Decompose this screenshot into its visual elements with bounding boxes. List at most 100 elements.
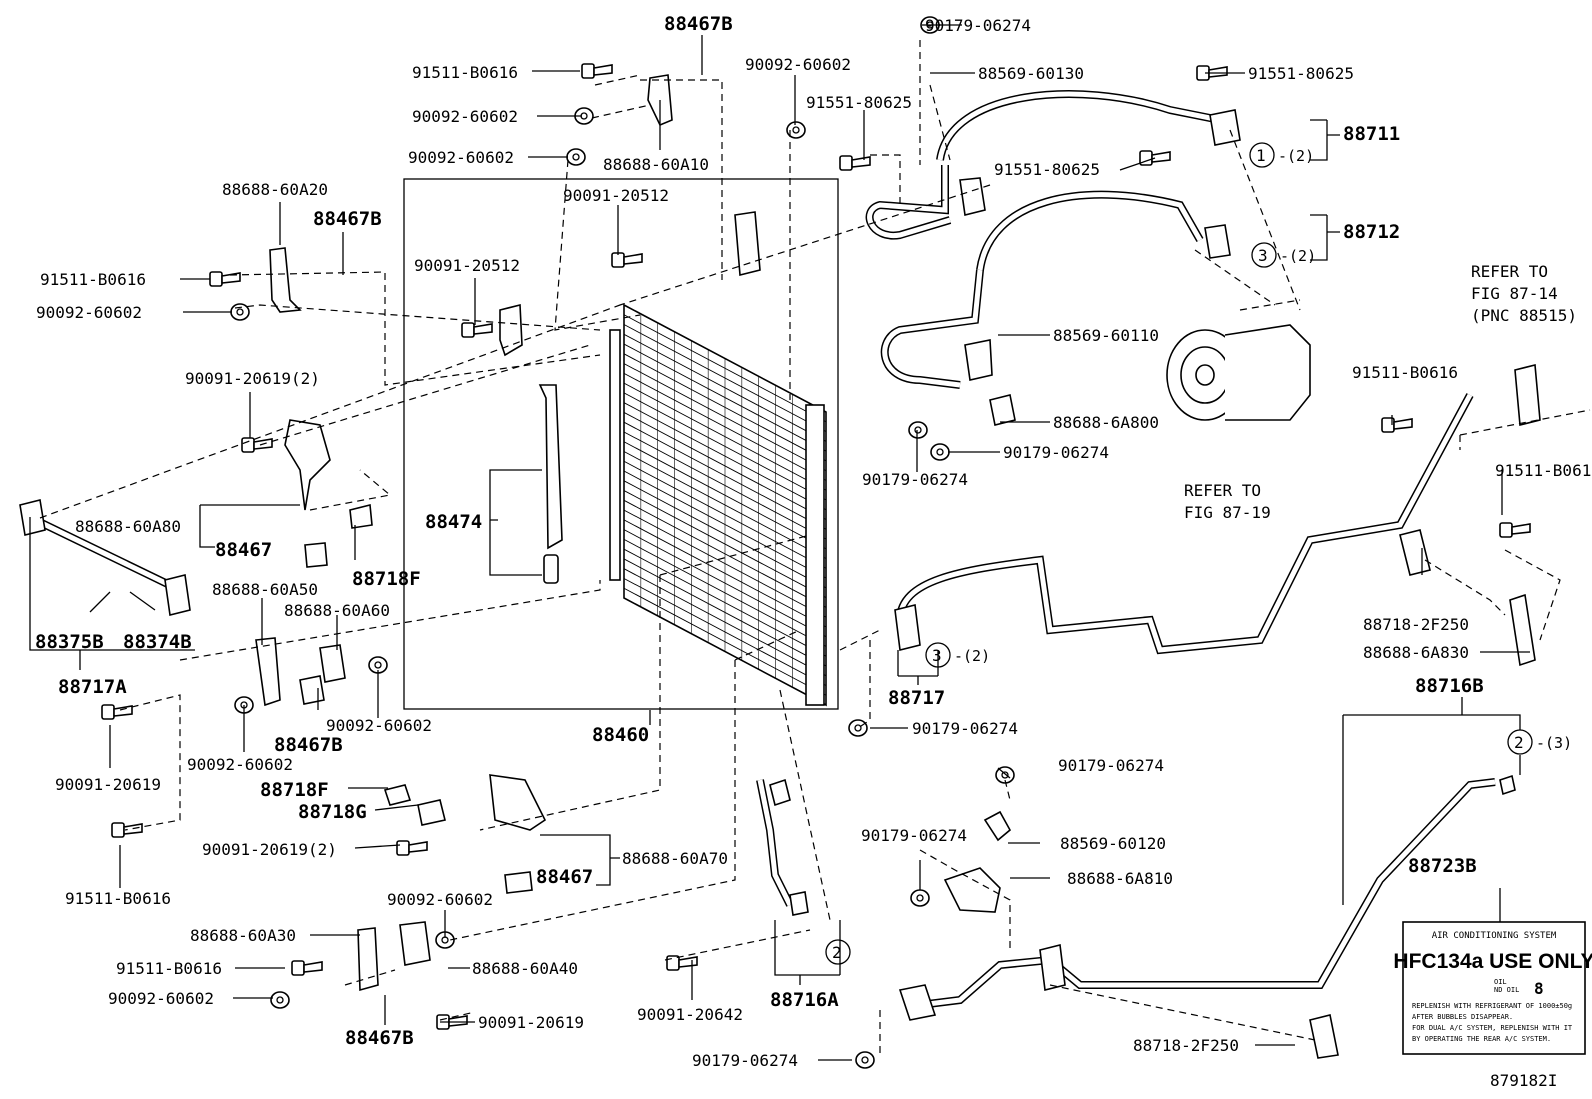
caution-oil-grade: 8	[1534, 979, 1544, 998]
callout-1-circle	[1249, 142, 1275, 168]
bracket	[255, 637, 281, 707]
bracket	[943, 867, 1001, 913]
bracket	[1499, 774, 1516, 796]
label-91511-B0616-c: 91511-B0616	[1352, 363, 1458, 382]
refer-fig-87-14-line1: REFER TO	[1471, 262, 1548, 281]
callout-2a-circle	[1507, 729, 1533, 755]
bracket	[959, 177, 986, 216]
bolt-head	[839, 155, 853, 171]
condenser-side-tank	[805, 404, 825, 706]
nut-hole	[916, 894, 924, 902]
label-90179-06274-g: 90179-06274	[692, 1051, 798, 1070]
bracket	[1509, 593, 1536, 667]
label-91511-B0616-e: 91511-B0616	[65, 889, 171, 908]
bolt-shank	[1151, 151, 1171, 163]
label-88688-6A830: 88688-6A830	[1363, 643, 1469, 662]
bolt-shank	[1511, 523, 1531, 535]
label-88688-60A20: 88688-60A20	[222, 180, 328, 199]
label-88718F-b: 88718F	[260, 779, 329, 801]
nut	[566, 148, 586, 166]
nut-hole	[854, 724, 862, 732]
nut-hole	[236, 308, 244, 316]
label-88467-a: 88467	[215, 539, 272, 561]
callout-3a-circle	[1251, 242, 1277, 268]
label-90092-60602-g: 90092-60602	[387, 890, 493, 909]
label-88688-6A810: 88688-6A810	[1067, 869, 1173, 888]
label-90179-06274-top: 90179-06274	[925, 16, 1031, 35]
refer-fig-87-14-line2: FIG 87-14	[1471, 284, 1558, 303]
callout-2b: 2	[832, 943, 842, 962]
nut-hole	[1001, 771, 1009, 779]
label-88688-60A80: 88688-60A80	[75, 517, 181, 536]
nut-hole	[374, 661, 382, 669]
nut	[786, 121, 806, 139]
hose-88711-inner	[937, 91, 1221, 161]
compressor-clutch-center	[1195, 364, 1215, 386]
label-88474: 88474	[425, 511, 482, 533]
caution-text-1: REPLENISH WITH REFRIGERANT OF 1000±50g	[1412, 1002, 1572, 1010]
nut	[908, 421, 928, 439]
label-91511-B0616-a: 91511-B0616	[412, 63, 518, 82]
bolt-shank	[113, 705, 133, 717]
label-88467B-left: 88467B	[313, 208, 382, 230]
label-90091-20642: 90091-20642	[637, 1005, 743, 1024]
label-90092-60602-e: 90092-60602	[326, 716, 432, 735]
hose-88711-pipe-inner	[867, 165, 951, 239]
bracket	[357, 927, 379, 992]
label-90091-20512-a: 90091-20512	[563, 186, 669, 205]
nut	[270, 991, 290, 1009]
bracket	[269, 247, 302, 313]
bolt-shank	[678, 956, 698, 968]
bolt-head	[241, 437, 255, 453]
label-90092-60602-c: 90092-60602	[408, 148, 514, 167]
label-91511-B0616-f: 91511-B0616	[116, 959, 222, 978]
bracket	[1514, 363, 1541, 427]
label-90092-60602-f: 90092-60602	[187, 755, 293, 774]
pipe-88716A-inner	[757, 779, 793, 907]
bolt-shank	[408, 841, 428, 853]
pipe-liquid-outer	[896, 393, 1474, 655]
label-90179-06274-c: 90179-06274	[862, 470, 968, 489]
callout-2b-circle	[825, 939, 851, 965]
rod-88717A-inner	[23, 512, 182, 593]
label-88467-b: 88467	[536, 866, 593, 888]
label-90091-20619-b: 90091-20619	[478, 1013, 584, 1032]
bracket	[399, 921, 431, 966]
label-88716A: 88716A	[770, 989, 839, 1011]
bolt-head	[461, 322, 475, 338]
bolt-shank	[448, 1015, 468, 1027]
label-90091-20619-2a: 90091-20619(2)	[185, 369, 320, 388]
label-88467B-top: 88467B	[664, 13, 733, 35]
label-88716B: 88716B	[1415, 675, 1484, 697]
label-90179-06274-f: 90179-06274	[861, 826, 967, 845]
bracket	[383, 784, 412, 806]
bolt-head	[291, 960, 305, 976]
diagram-id: 879182I	[1490, 1071, 1557, 1090]
label-91551-80625-b: 91551-80625	[806, 93, 912, 112]
label-88688-60A50: 88688-60A50	[212, 580, 318, 599]
bracket	[769, 778, 791, 807]
label-88718-2F250-b: 88718-2F250	[1133, 1036, 1239, 1055]
bracket	[304, 542, 328, 568]
label-91511-B0616-b: 91511-B0616	[40, 270, 146, 289]
bracket	[734, 211, 761, 277]
callout-1: 1	[1256, 146, 1266, 165]
bracket	[1399, 529, 1431, 576]
nut-hole	[936, 448, 944, 456]
nut-hole	[861, 1056, 869, 1064]
label-88717A: 88717A	[58, 676, 127, 698]
bolt-head	[396, 840, 410, 856]
caution-oil-line2: ND OIL	[1494, 986, 1519, 994]
label-88688-60A10: 88688-60A10	[603, 155, 709, 174]
bracket	[894, 604, 921, 651]
callout-3b: 3	[932, 646, 942, 665]
nut	[855, 1051, 875, 1069]
nut-hole	[914, 426, 922, 434]
label-90092-60602-h: 90092-60602	[108, 989, 214, 1008]
label-88467B-bottom: 88467B	[345, 1027, 414, 1049]
compressor	[1166, 324, 1311, 421]
bracket	[164, 574, 191, 616]
nut	[930, 443, 950, 461]
caution-label-border	[1402, 921, 1586, 1055]
